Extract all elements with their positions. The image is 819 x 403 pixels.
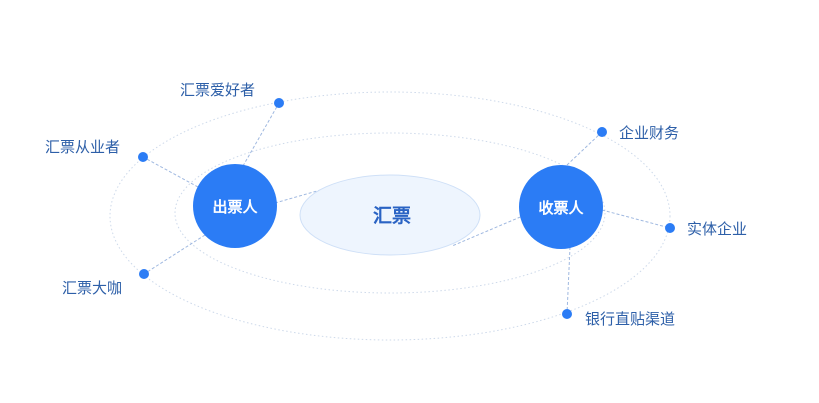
outer-orbit-ring bbox=[109, 91, 671, 341]
receiver-hub-label: 收票人 bbox=[538, 199, 584, 217]
receiver-center-link bbox=[451, 214, 526, 247]
node-expert bbox=[139, 269, 149, 279]
node-bank bbox=[562, 309, 572, 319]
label-practitioner: 汇票从业者 bbox=[45, 138, 120, 156]
issuer-hub-label: 出票人 bbox=[212, 198, 258, 216]
center-node-label: 汇票 bbox=[373, 205, 411, 227]
node-enthusiast bbox=[274, 98, 284, 108]
label-enterprise: 实体企业 bbox=[687, 220, 747, 238]
spoke-receiver-finance bbox=[566, 131, 603, 166]
label-finance: 企业财务 bbox=[619, 124, 679, 142]
spoke-issuer-enthusiast bbox=[242, 102, 280, 167]
spoke-receiver-bank bbox=[566, 246, 571, 315]
label-expert: 汇票大咖 bbox=[62, 279, 122, 297]
receiver-hub bbox=[519, 165, 603, 249]
node-practitioner bbox=[138, 152, 148, 162]
label-enthusiast: 汇票爱好者 bbox=[180, 81, 255, 99]
spoke-issuer-expert bbox=[143, 234, 206, 275]
label-bank: 银行直贴渠道 bbox=[585, 310, 675, 328]
issuer-hub bbox=[193, 164, 277, 248]
spoke-receiver-enterprise bbox=[601, 209, 671, 229]
inner-orbit-ring bbox=[174, 132, 606, 294]
spoke-issuer-practitioner bbox=[142, 156, 199, 188]
node-enterprise bbox=[665, 223, 675, 233]
center-node bbox=[299, 174, 481, 256]
node-finance bbox=[597, 127, 607, 137]
